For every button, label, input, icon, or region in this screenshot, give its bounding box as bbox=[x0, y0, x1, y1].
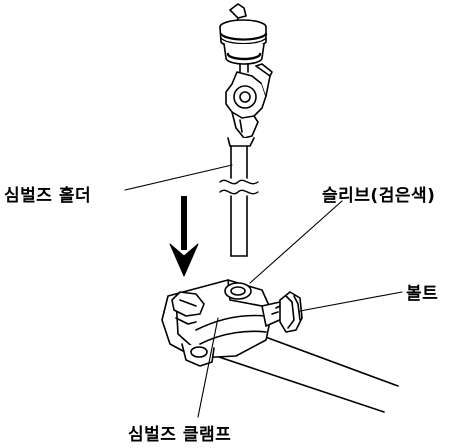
leader-holder bbox=[124, 164, 233, 191]
cymbal-holder-drawing bbox=[219, 3, 273, 257]
cymbal-clamp-drawing bbox=[161, 279, 399, 413]
bolt-label: 볼트 bbox=[406, 284, 439, 304]
cymbal-felt-stack bbox=[219, 19, 268, 73]
leader-lines bbox=[124, 164, 403, 418]
down-arrow-icon bbox=[169, 196, 199, 277]
leader-clamp bbox=[197, 317, 219, 418]
leader-bolt bbox=[299, 291, 403, 312]
clamp-wing-knob bbox=[171, 291, 205, 325]
tilter-joint bbox=[225, 63, 273, 147]
holder-rod bbox=[219, 145, 259, 257]
cymbal-clamp-label: 심벌즈 클램프 bbox=[128, 425, 232, 445]
leader-sleeve bbox=[249, 200, 343, 284]
sleeve-hole bbox=[224, 282, 252, 300]
sleeve-label: 슬리브(검은색) bbox=[322, 186, 436, 206]
bolt bbox=[261, 291, 303, 333]
cymbal-holder-label: 심벌즈 홀더 bbox=[4, 186, 92, 206]
